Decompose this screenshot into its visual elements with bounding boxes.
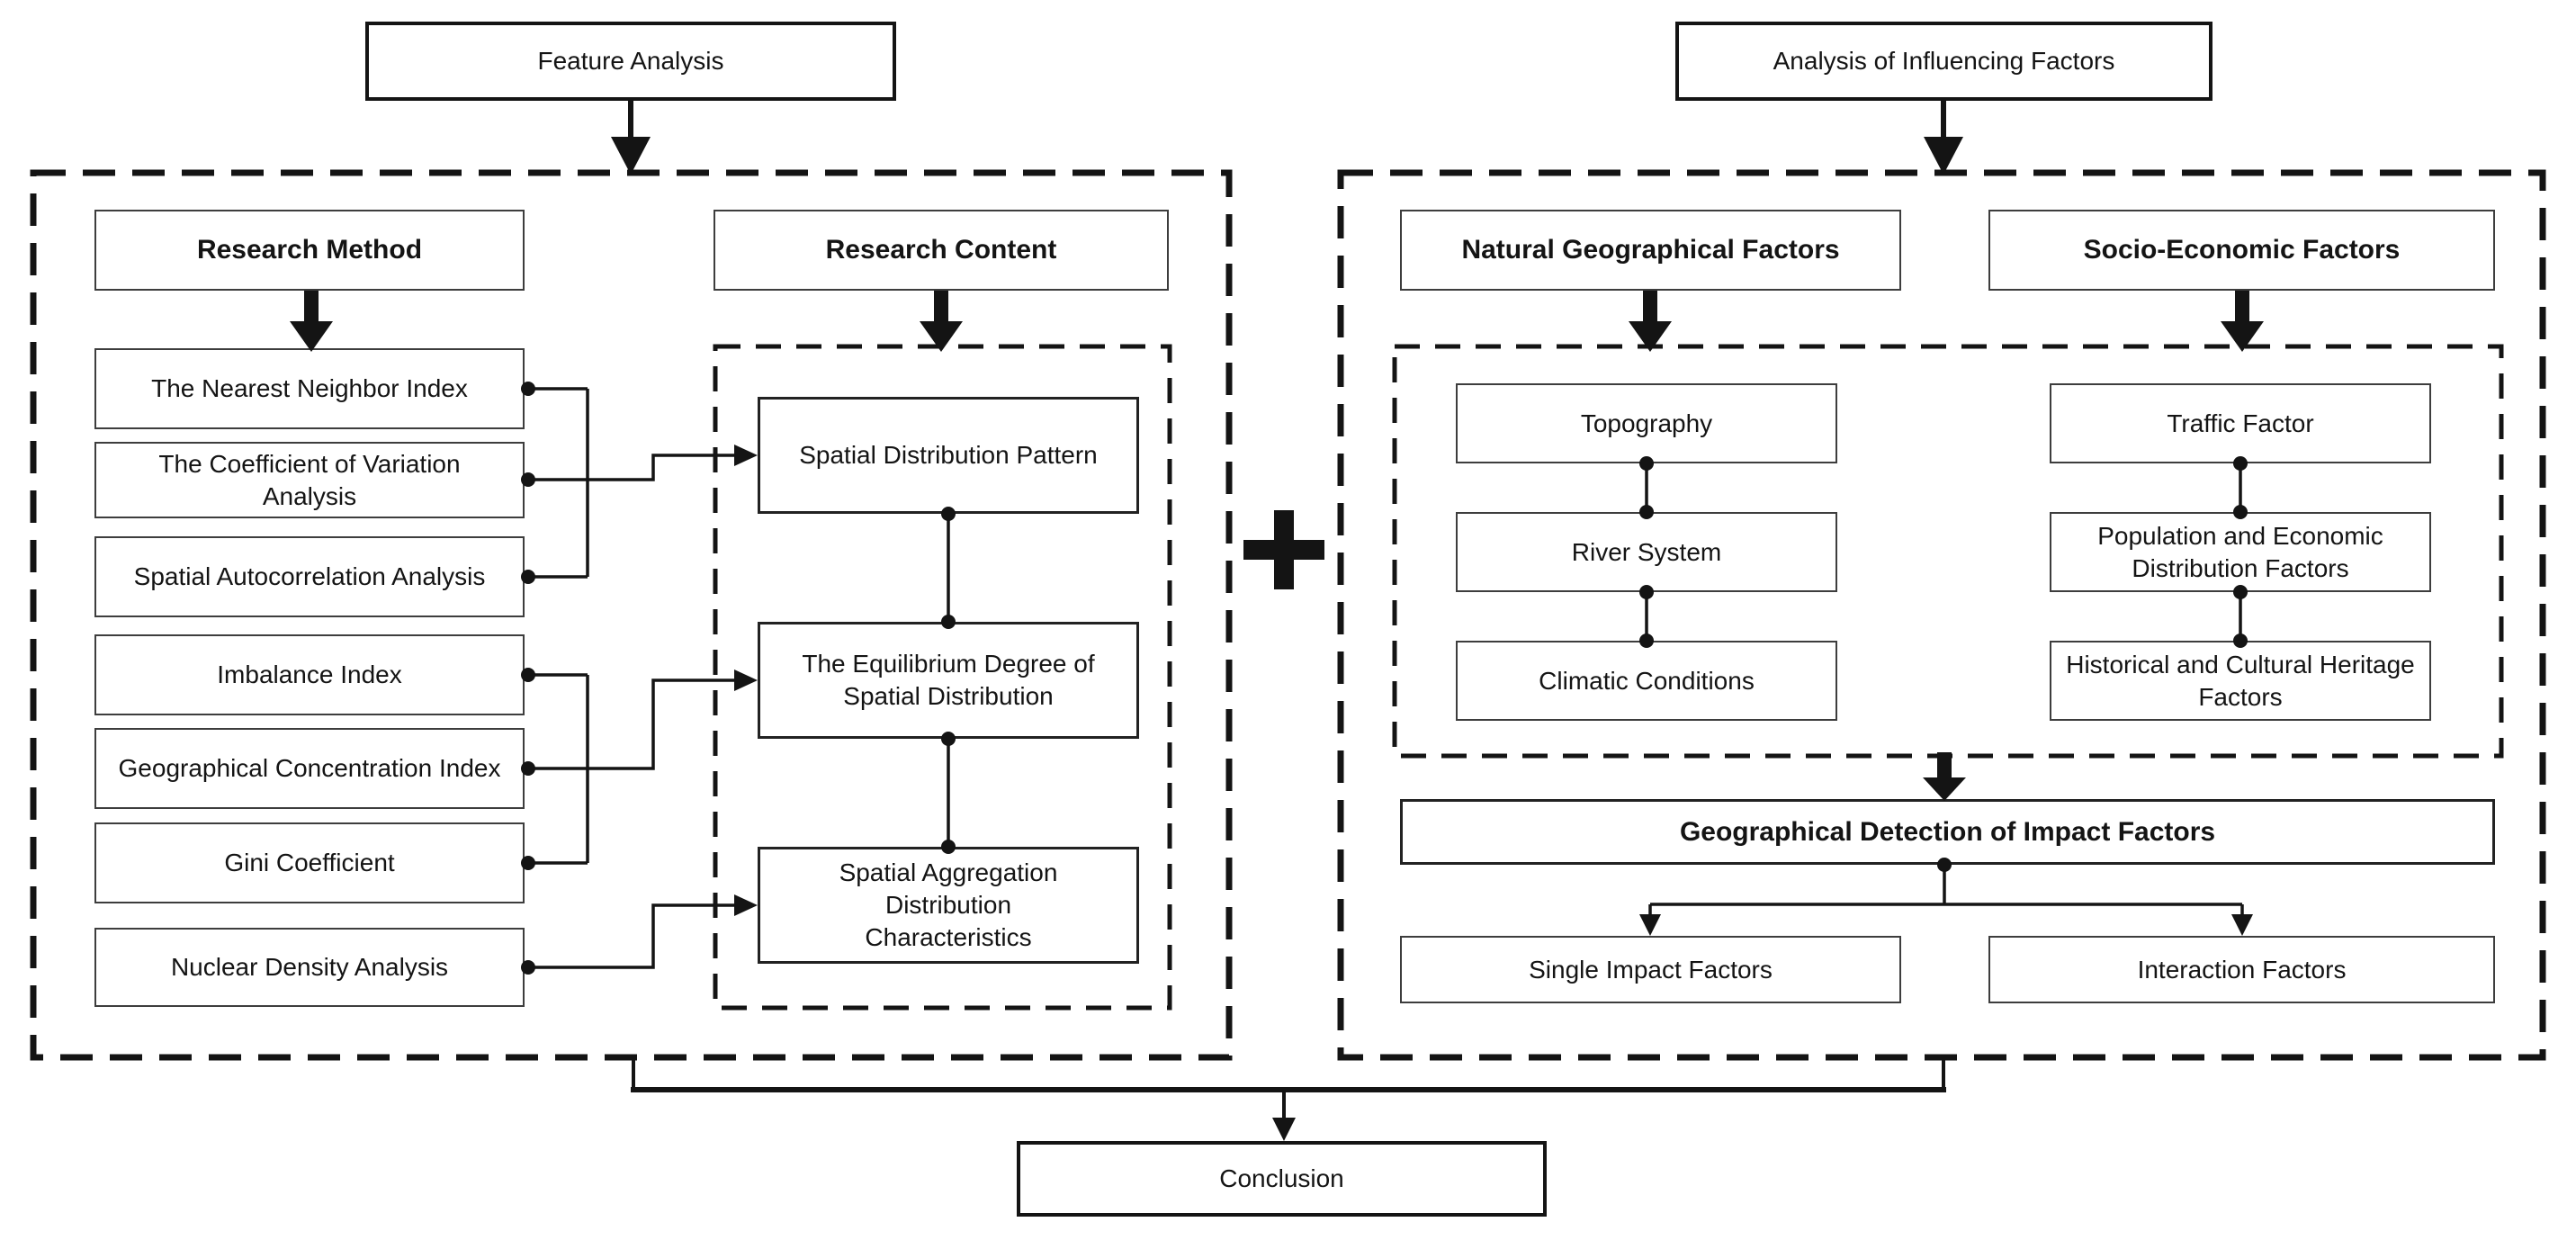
content-box-spatial-distribution-pattern: Spatial Distribution Pattern [758, 397, 1139, 514]
arrowhead-to-conclusion [1272, 1118, 1296, 1141]
socio-economic-factors-header: Socio-Economic Factors [1988, 210, 2495, 291]
method-box-nearest-neighbor-index: The Nearest Neighbor Index [94, 348, 525, 429]
method-box-geographical-concentration-index: Geographical Concentration Index [94, 728, 525, 809]
method-box-imbalance-index: Imbalance Index [94, 634, 525, 715]
research-content-bold-arrow [920, 291, 963, 352]
socio-factors-bold-arrow [2221, 291, 2264, 352]
group-b-connectors [521, 668, 758, 870]
conclusion-connectors [631, 1057, 1946, 1141]
content-box-spatial-aggregation: Spatial Aggregation Distribution Charact… [758, 847, 1139, 964]
research-content-header: Research Content [714, 210, 1169, 291]
analysis-influencing-factors-box: Analysis of Influencing Factors [1675, 22, 2212, 101]
arrowhead-to-equilibrium [734, 669, 758, 691]
method-box-coefficient-of-variation: The Coefficient of Variation Analysis [94, 442, 525, 518]
natural-factors-bold-arrow [1629, 291, 1672, 352]
feature-analysis-down-arrow [611, 101, 651, 175]
method-box-nuclear-density-analysis: Nuclear Density Analysis [94, 928, 525, 1007]
factor-box-topography: Topography [1456, 383, 1837, 463]
method-box-spatial-autocorrelation: Spatial Autocorrelation Analysis [94, 536, 525, 617]
detection-distributor [1639, 858, 2253, 936]
conclusion-box: Conclusion [1017, 1141, 1547, 1217]
method-box-gini-coefficient: Gini Coefficient [94, 822, 525, 903]
research-method-bold-arrow [290, 291, 333, 352]
influencing-factors-container [1337, 169, 2546, 1061]
interaction-factors-box: Interaction Factors [1988, 936, 2495, 1003]
plus-icon [1243, 510, 1324, 589]
factor-box-climatic-conditions: Climatic Conditions [1456, 641, 1837, 721]
group-c-connectors [521, 894, 758, 975]
factor-box-traffic-factor: Traffic Factor [2050, 383, 2431, 463]
arrowhead-to-aggregation [734, 894, 758, 916]
research-method-header: Research Method [94, 210, 525, 291]
arrowhead-to-spatial-distribution [734, 445, 758, 466]
factor-box-historical-cultural: Historical and Cultural Heritage Factors [2050, 641, 2431, 721]
content-box-equilibrium-degree: The Equilibrium Degree of Spatial Distri… [758, 622, 1139, 739]
arrowhead-to-single-impact [1639, 914, 1661, 936]
feature-analysis-box: Feature Analysis [365, 22, 896, 101]
natural-geographical-factors-header: Natural Geographical Factors [1400, 210, 1901, 291]
single-impact-factors-box: Single Impact Factors [1400, 936, 1901, 1003]
detection-bold-arrow [1923, 752, 1966, 801]
arrowhead-to-interaction [2231, 914, 2253, 936]
factor-box-population-economic: Population and Economic Distribution Fac… [2050, 512, 2431, 592]
factor-box-river-system: River System [1456, 512, 1837, 592]
geographical-detection-box: Geographical Detection of Impact Factors [1400, 799, 2495, 865]
influencing-factors-down-arrow [1924, 101, 1963, 175]
group-a-connectors [521, 382, 758, 584]
